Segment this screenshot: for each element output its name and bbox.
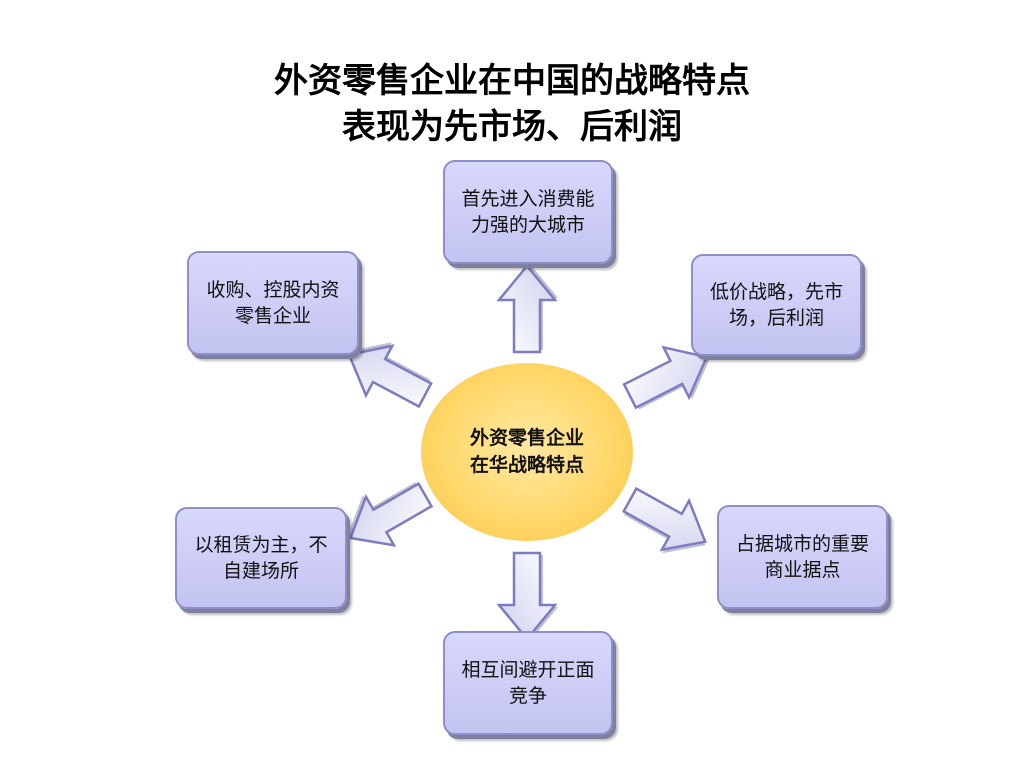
- arrow-down: [496, 551, 558, 641]
- center-topic-line1: 外资零售企业: [469, 427, 584, 449]
- node-top: 首先进入消费能 力强的大城市: [443, 160, 613, 264]
- node-top-right-line2: 场，后利润: [728, 307, 824, 329]
- node-bottom-left: 以租赁为主，不 自建场所: [175, 507, 347, 609]
- node-bottom-line2: 竞争: [508, 685, 547, 707]
- node-top-line1: 首先进入消费能: [461, 188, 595, 210]
- node-bottom: 相互间避开正面 竞争: [443, 631, 613, 735]
- node-top-line2: 力强的大城市: [470, 214, 585, 236]
- node-top-left-line1: 收购、控股内资: [206, 279, 340, 301]
- center-topic-line2: 在华战略特点: [469, 454, 584, 476]
- node-bottom-right-line2: 商业据点: [764, 559, 841, 581]
- node-bottom-right: 占据城市的重要 商业据点: [717, 505, 888, 609]
- node-top-right-line1: 低价战略，先市: [709, 281, 843, 303]
- node-top-left: 收购、控股内资 零售企业: [187, 251, 359, 355]
- arrow-lower-left: [347, 482, 434, 547]
- diagram-title-line1: 外资零售企业在中国的战略特点: [274, 61, 750, 101]
- node-bottom-right-line1: 占据城市的重要: [735, 533, 869, 555]
- node-top-right: 低价战略，先市 场，后利润: [691, 254, 862, 356]
- node-bottom-line1: 相互间避开正面: [461, 659, 595, 681]
- arrow-upper-right: [622, 345, 710, 410]
- node-bottom-left-line2: 自建场所: [222, 560, 299, 582]
- arrow-lower-right: [621, 486, 707, 554]
- node-top-left-line2: 零售企业: [234, 305, 311, 327]
- node-bottom-left-line1: 以租赁为主，不: [194, 534, 328, 556]
- arrow-upper-left: [347, 342, 433, 409]
- center-topic-ellipse: 外资零售企业 在华战略特点: [421, 363, 633, 541]
- diagram-title-line2: 表现为先市场、后利润: [342, 107, 682, 147]
- arrow-up: [496, 264, 558, 354]
